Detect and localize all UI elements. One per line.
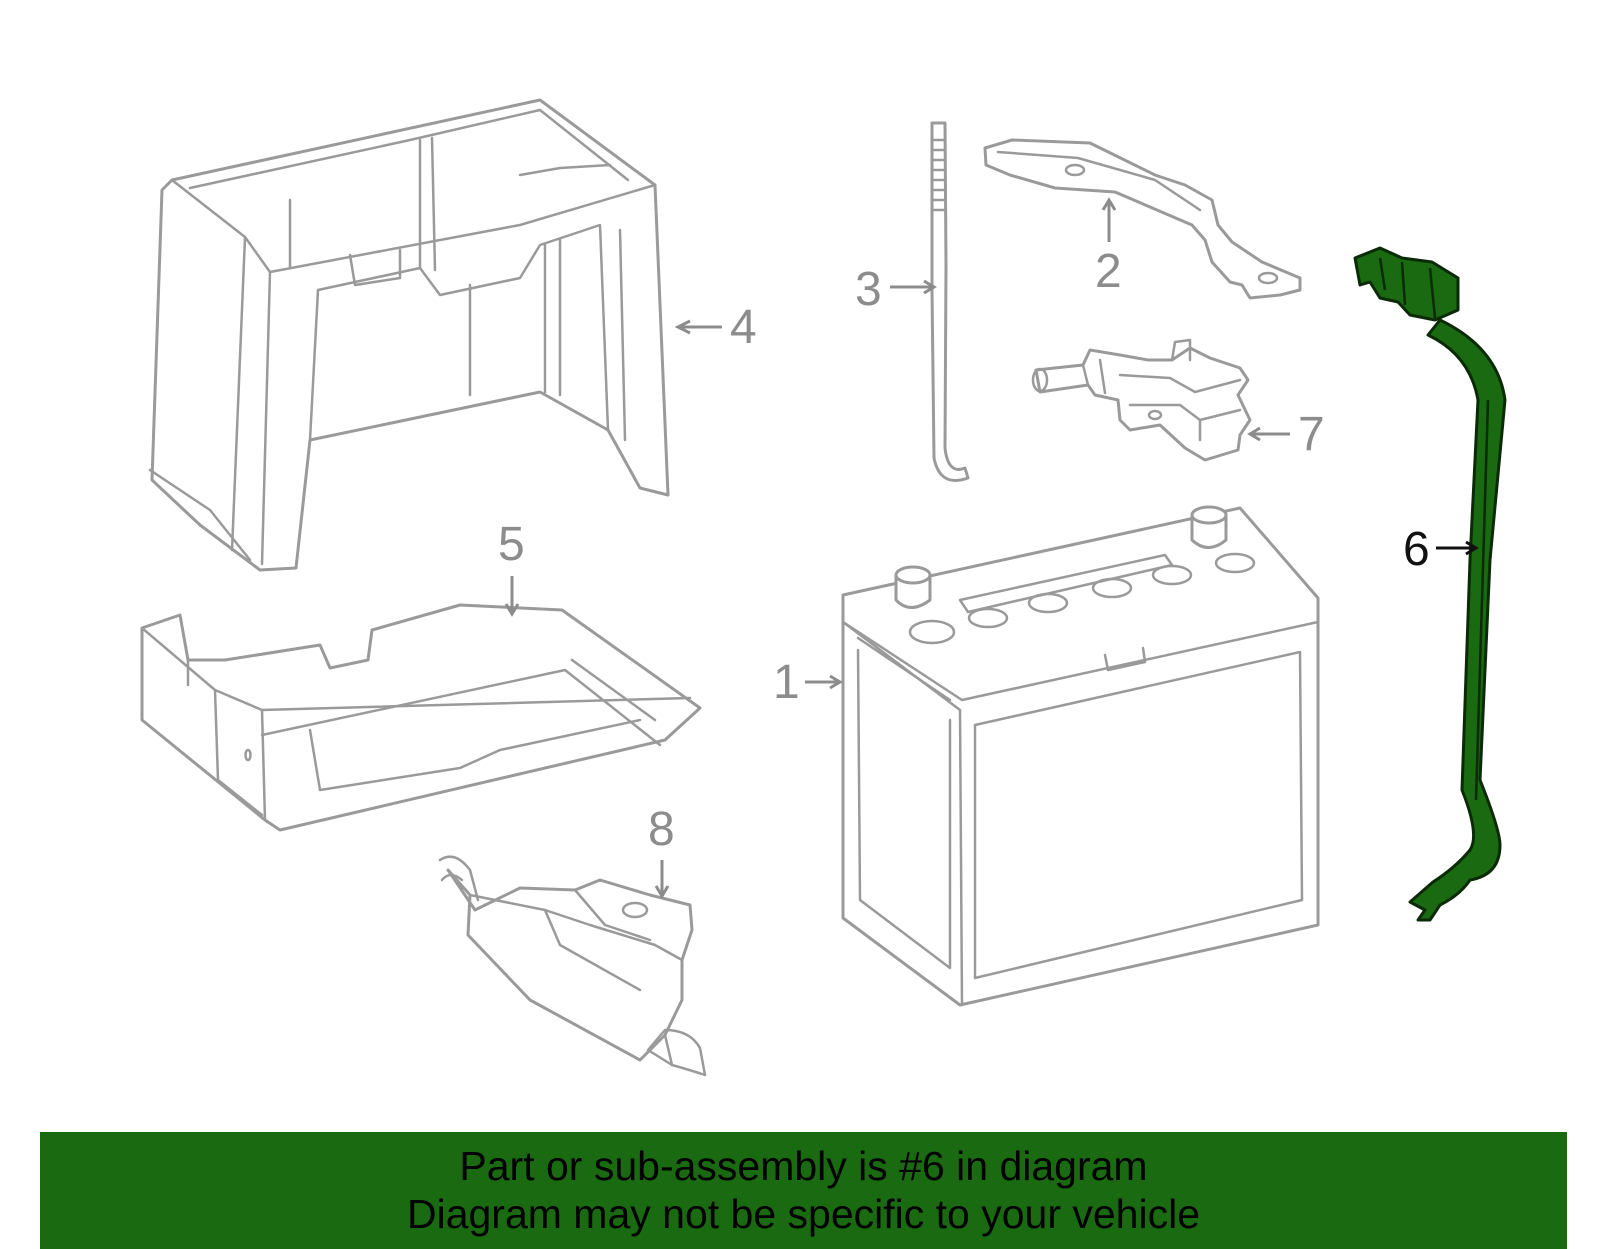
callout-3: 3 xyxy=(855,263,937,316)
part-1-battery xyxy=(841,505,1320,1007)
callout-7: 7 xyxy=(1247,408,1325,461)
callout-2-number: 2 xyxy=(1095,245,1122,298)
part-8-terminal xyxy=(438,855,707,1077)
callout-3-number: 3 xyxy=(855,263,882,316)
part-5-battery-tray xyxy=(140,603,702,832)
banner-line-disclaimer: Diagram may not be specific to your vehi… xyxy=(406,1191,1200,1237)
callout-5: 5 xyxy=(498,518,525,617)
part-4-battery-box xyxy=(148,98,670,572)
callout-1: 1 xyxy=(773,656,843,709)
part-2-clamp-bracket xyxy=(983,138,1302,300)
banner-line-part: Part or sub-assembly is #6 in diagram xyxy=(459,1143,1148,1189)
part-7-sensor xyxy=(1031,338,1252,462)
callout-8-number: 8 xyxy=(648,803,675,856)
callout-4-number: 4 xyxy=(730,301,757,354)
callout-2: 2 xyxy=(1095,197,1122,298)
info-banner: Part or sub-assembly is #6 in diagram Di… xyxy=(40,1132,1567,1249)
callout-1-number: 1 xyxy=(773,656,800,709)
callout-4: 4 xyxy=(674,301,757,354)
part-3-hold-down-rod xyxy=(930,121,970,482)
callout-8: 8 xyxy=(648,803,675,899)
callout-5-number: 5 xyxy=(498,518,525,571)
callout-7-number: 7 xyxy=(1298,408,1325,461)
part-6-battery-cable xyxy=(1353,246,1507,922)
callout-6: 6 xyxy=(1403,523,1479,576)
callout-6-number: 6 xyxy=(1403,523,1430,576)
